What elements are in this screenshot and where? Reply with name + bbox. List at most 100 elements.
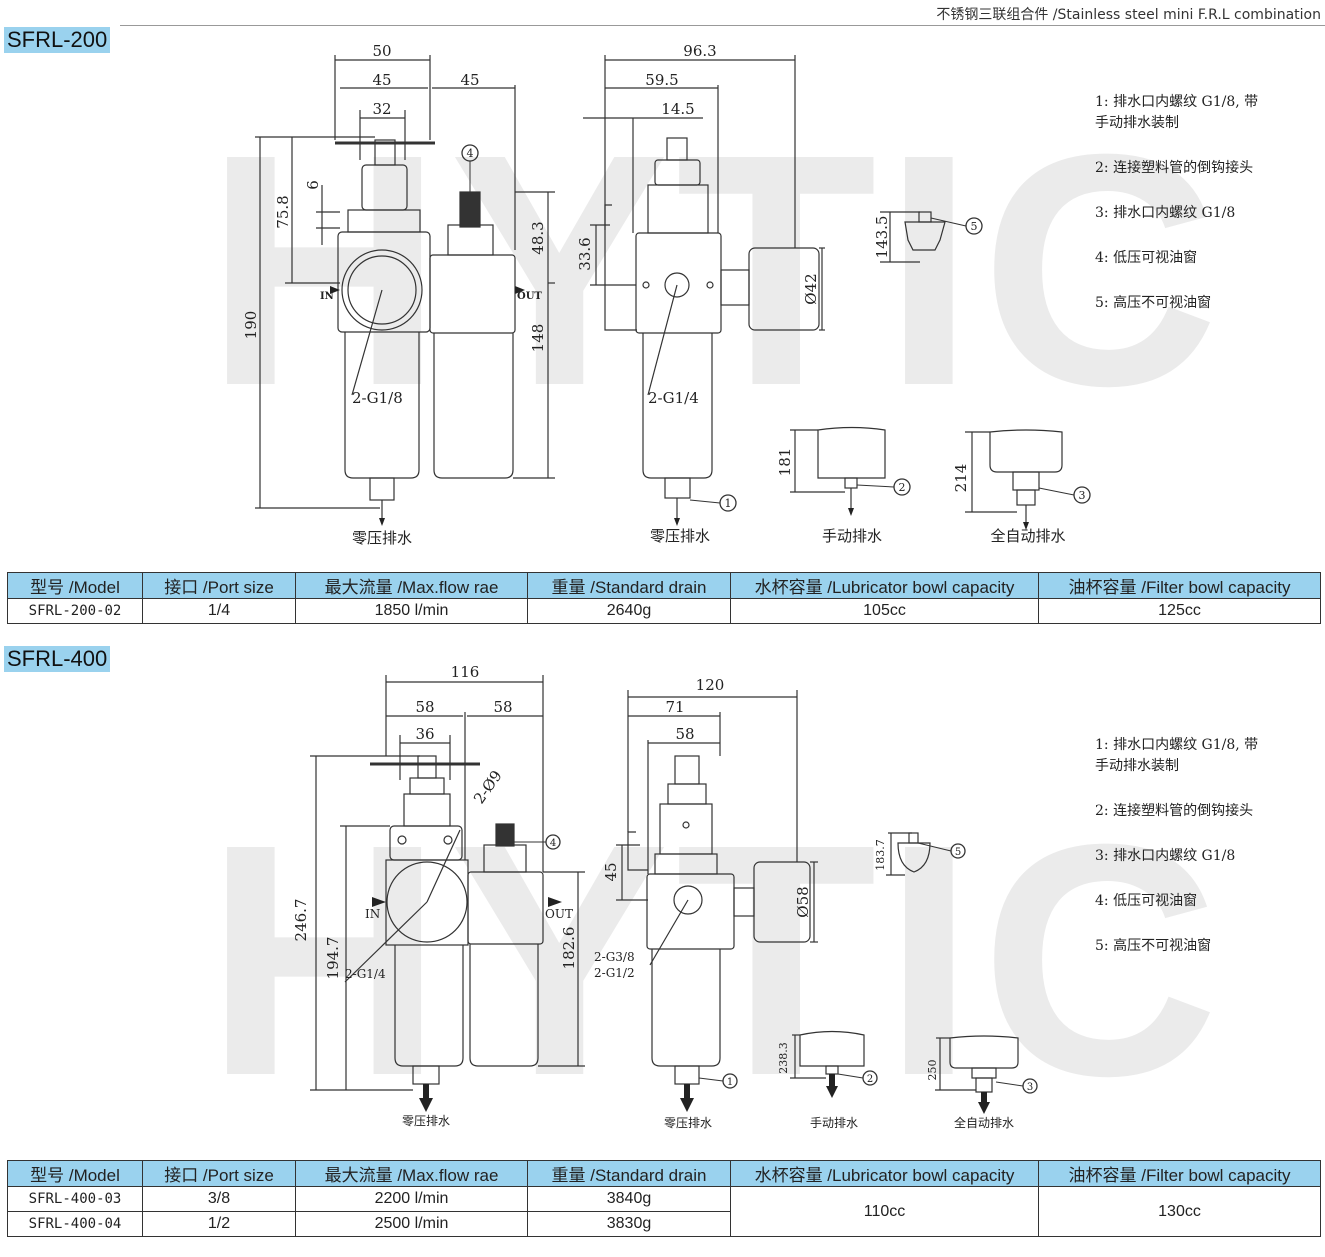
callout-5: 5 <box>955 847 961 858</box>
auto-drain-caption: 全自动排水 <box>954 1115 1014 1130</box>
callout-3: 3 <box>1079 489 1086 502</box>
port-front-label: 2-G1/8 <box>352 389 403 407</box>
col-filter: 油杯容量 /Filter bowl capacity <box>1038 1160 1321 1187</box>
dim-71: 71 <box>665 698 684 716</box>
col-lub: 水杯容量 /Lubricator bowl capacity <box>730 572 1039 599</box>
dim-214: 214 <box>952 464 970 493</box>
dim-96-3: 96.3 <box>683 42 716 60</box>
sfrl400-spec-table: 型号 /Model 接口 /Port size 最大流量 /Max.flow r… <box>7 1160 1321 1237</box>
dim-58b: 58 <box>493 698 512 716</box>
dim-246-7: 246.7 <box>292 899 310 942</box>
cell-lub: 105cc <box>730 598 1039 624</box>
col-filter: 油杯容量 /Filter bowl capacity <box>1038 572 1321 599</box>
note-1: 1: 排水口内螺纹 G1/8, 带 <box>1095 737 1259 753</box>
dim-32: 32 <box>372 100 391 118</box>
dim-190: 190 <box>242 311 260 340</box>
dim-2o9: 2-Ø9 <box>470 767 506 807</box>
note-1b: 手动排水装制 <box>1095 758 1179 774</box>
dim-75-8: 75.8 <box>274 195 292 228</box>
note-2: 2: 连接塑料管的倒钩接头 <box>1095 803 1254 819</box>
dim-143-5: 143.5 <box>873 216 891 259</box>
dim-59-5: 59.5 <box>645 71 678 89</box>
cell-port: 1/2 <box>142 1211 296 1237</box>
callout-3: 3 <box>1027 1082 1033 1093</box>
dim-58a: 58 <box>415 698 434 716</box>
cell-filter: 125cc <box>1038 598 1321 624</box>
dim-o58: Ø58 <box>794 886 812 917</box>
port-side-label-1: 2-G3/8 <box>594 950 635 964</box>
cell-flow: 1850 l/min <box>295 598 528 624</box>
callout-2: 2 <box>867 1074 873 1085</box>
cell-weight: 3830g <box>527 1211 731 1237</box>
dim-45a: 45 <box>372 71 391 89</box>
col-port: 接口 /Port size <box>142 1160 296 1187</box>
manual-drain-caption: 手动排水 <box>822 527 882 545</box>
out-label: OUT <box>517 291 542 302</box>
col-model: 型号 /Model <box>7 1160 143 1187</box>
cell-weight: 3840g <box>527 1186 731 1212</box>
table-row: SFRL-400-03 3/8 2200 l/min 3840g 110cc 1… <box>7 1186 1321 1237</box>
cell-weight: 2640g <box>527 598 731 624</box>
dim-48-3: 48.3 <box>529 221 547 254</box>
in-label: IN <box>365 907 380 921</box>
col-weight: 重量 /Standard drain <box>527 1160 731 1187</box>
sfrl400-drawing: 116 58 58 36 2-Ø9 246.7 194.7 182.6 120 … <box>292 663 1038 1130</box>
sfrl400-notes: 1: 排水口内螺纹 G1/8, 带手动排水装制 2: 连接塑料管的倒钩接头 3:… <box>1095 735 1258 981</box>
cell-flow: 2500 l/min <box>295 1211 528 1237</box>
dim-50: 50 <box>372 42 391 60</box>
dim-250: 250 <box>926 1060 939 1081</box>
dim-194-7: 194.7 <box>324 937 342 980</box>
cell-model: SFRL-400-03 <box>7 1186 143 1212</box>
cell-filter: 130cc <box>1038 1186 1321 1237</box>
col-flow: 最大流量 /Max.flow rae <box>295 572 528 599</box>
col-weight: 重量 /Standard drain <box>527 572 731 599</box>
col-lub: 水杯容量 /Lubricator bowl capacity <box>730 1160 1039 1187</box>
dim-148: 148 <box>529 324 547 353</box>
dim-58c: 58 <box>675 725 694 743</box>
note-3: 3: 排水口内螺纹 G1/8 <box>1095 205 1236 221</box>
dim-14-5: 14.5 <box>661 100 694 118</box>
note-4: 4: 低压可视油窗 <box>1095 250 1198 266</box>
header-rule <box>120 25 1325 26</box>
drain-caption-left: 零压排水 <box>402 1114 450 1128</box>
dim-181: 181 <box>776 448 794 477</box>
cell-model: SFRL-200-02 <box>7 598 143 624</box>
port-side-label: 2-G1/4 <box>648 389 699 407</box>
sfrl200-title: SFRL-200 <box>4 27 111 53</box>
dim-120: 120 <box>696 676 725 694</box>
note-5: 5: 高压不可视油窗 <box>1095 938 1212 954</box>
dim-116: 116 <box>451 663 480 681</box>
callout-4: 4 <box>550 838 556 849</box>
note-1b: 手动排水装制 <box>1095 115 1179 131</box>
cell-lub: 110cc <box>730 1186 1039 1237</box>
callout-1: 1 <box>725 497 732 510</box>
table-header-row: 型号 /Model 接口 /Port size 最大流量 /Max.flow r… <box>7 572 1321 599</box>
manual-drain-caption: 手动排水 <box>810 1116 858 1130</box>
dim-6: 6 <box>304 180 322 190</box>
sfrl200-notes: 1: 排水口内螺纹 G1/8, 带手动排水装制 2: 连接塑料管的倒钩接头 3:… <box>1095 92 1258 338</box>
callout-2: 2 <box>899 481 906 494</box>
dim-36: 36 <box>415 725 434 743</box>
table-row: SFRL-400-04 1/2 2500 l/min 3830g <box>7 1211 1321 1237</box>
note-4: 4: 低压可视油窗 <box>1095 893 1198 909</box>
dim-183-7: 183.7 <box>874 839 887 871</box>
out-label: OUT <box>545 907 573 921</box>
col-model: 型号 /Model <box>7 572 143 599</box>
cell-model: SFRL-400-04 <box>7 1211 143 1237</box>
cell-port: 3/8 <box>142 1186 296 1212</box>
note-1: 1: 排水口内螺纹 G1/8, 带 <box>1095 94 1259 110</box>
table-header-row: 型号 /Model 接口 /Port size 最大流量 /Max.flow r… <box>7 1160 1321 1187</box>
note-3: 3: 排水口内螺纹 G1/8 <box>1095 848 1236 864</box>
note-2: 2: 连接塑料管的倒钩接头 <box>1095 160 1254 176</box>
dim-45b: 45 <box>460 71 479 89</box>
dim-45: 45 <box>602 862 620 881</box>
callout-1: 1 <box>727 1077 733 1088</box>
dim-238-3: 238.3 <box>777 1042 790 1074</box>
port-front-label: 2-G1/4 <box>345 967 386 981</box>
auto-drain-caption: 全自动排水 <box>990 527 1065 545</box>
note-5: 5: 高压不可视油窗 <box>1095 295 1212 311</box>
drain-caption-middle: 零压排水 <box>664 1116 712 1130</box>
dim-o42: Ø42 <box>802 273 820 304</box>
in-label: IN <box>320 291 334 302</box>
page-header: 不锈钢三联组合件 /Stainless steel mini F.R.L com… <box>936 7 1321 23</box>
